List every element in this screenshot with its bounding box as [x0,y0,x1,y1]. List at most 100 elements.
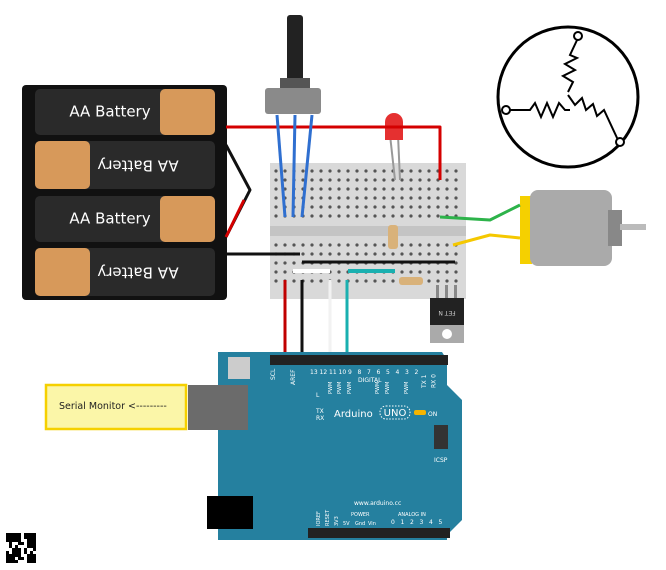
breadboard-hole [328,252,332,256]
note-text: Serial Monitor <--------- [59,401,167,412]
breadboard-hole [427,270,431,274]
breadboard-hole [310,252,314,256]
digital-pin-label: 2 [415,369,419,376]
breadboard-hole [319,214,323,218]
breadboard-hole [319,252,323,256]
breadboard-hole [409,187,413,191]
breadboard-hole [454,261,458,265]
breadboard-hole [373,169,377,173]
breadboard-hole [337,214,341,218]
breadboard-hole [436,196,440,200]
breadboard-hole [346,214,350,218]
reset-button[interactable] [228,357,250,379]
breadboard [270,163,466,299]
icsp-header [434,425,448,449]
url-label: www.arduino.cc [354,500,401,507]
breadboard-hole [337,279,341,283]
breadboard-hole [346,252,350,256]
breadboard-hole [364,196,368,200]
breadboard-hole [454,205,458,209]
battery-label: AA Battery [69,103,150,121]
potentiometer [265,15,321,114]
breadboard-hole [319,279,323,283]
digital-pin-label: 9 [348,369,352,376]
battery-cell: AA Battery [35,196,215,242]
schematic-symbol [496,25,640,169]
vin-label: Vin [368,521,376,527]
resistor [399,277,423,285]
breadboard-hole [364,205,368,209]
digital-pin-label: 5 [386,369,390,376]
power-header [308,528,406,538]
breadboard-hole [391,214,395,218]
gnd-label: Gnd [355,521,365,527]
breadboard-hole [364,169,368,173]
pwm-label: PWM [404,382,410,394]
breadboard-hole [382,243,386,247]
arduino-model: UNO [384,408,407,419]
on-label: ON [428,411,437,418]
breadboard-hole [418,187,422,191]
digital-label: DIGITAL [358,377,382,384]
breadboard-hole [355,279,359,283]
breadboard-hole [454,196,458,200]
breadboard-hole [436,243,440,247]
breadboard-hole [310,243,314,247]
breadboard-hole [355,178,359,182]
breadboard-hole [355,187,359,191]
breadboard-hole [319,196,323,200]
battery-label: AA Battery [97,264,178,282]
breadboard-hole [283,169,287,173]
digital-pin-label: 10 [339,369,347,376]
breadboard-hole [355,196,359,200]
breadboard-hole [427,205,431,209]
5v-label: 5V [343,521,350,527]
breadboard-hole [454,187,458,191]
breadboard-hole [445,279,449,283]
breadboard-hole [418,178,422,182]
breadboard-hole [301,169,305,173]
power-label: POWER [351,512,370,518]
breadboard-hole [319,169,323,173]
breadboard-hole [346,243,350,247]
breadboard-hole [337,205,341,209]
breadboard-hole [400,270,404,274]
breadboard-hole [319,205,323,209]
ioref-label: IOREF [316,511,322,526]
battery-label: AA Battery [97,157,178,175]
analog-in-label: ANALOG IN [398,512,426,518]
breadboard-hole [310,178,314,182]
digital-pin-label: 6 [377,369,381,376]
usb-port [188,385,248,430]
pwm-label: PWM [328,382,334,394]
breadboard-hole [373,196,377,200]
breadboard-hole [382,178,386,182]
breadboard-hole [436,187,440,191]
analog-pin-label: 4 [429,519,433,526]
breadboard-hole [328,196,332,200]
breadboard-hole [274,243,278,247]
breadboard-hole [346,205,350,209]
breadboard-hole [427,169,431,173]
breadboard-hole [409,214,413,218]
breadboard-hole [400,196,404,200]
breadboard-hole [445,196,449,200]
digital-pin-label: 7 [367,369,371,376]
digital-pin-label: 4 [396,369,400,376]
breadboard-hole [382,169,386,173]
breadboard-hole [364,279,368,283]
breadboard-hole [445,169,449,173]
scl-label: SCL [270,368,277,380]
serial-monitor-note: Serial Monitor <--------- [44,383,188,431]
breadboard-hole [319,187,323,191]
breadboard-hole [409,243,413,247]
breadboard-hole [355,169,359,173]
breadboard-hole [382,205,386,209]
breadboard-hole [373,178,377,182]
aref-label: AREF [290,369,297,385]
breadboard-hole [337,270,341,274]
breadboard-hole [400,205,404,209]
breadboard-hole [364,243,368,247]
breadboard-hole [373,187,377,191]
breadboard-hole [400,169,404,173]
